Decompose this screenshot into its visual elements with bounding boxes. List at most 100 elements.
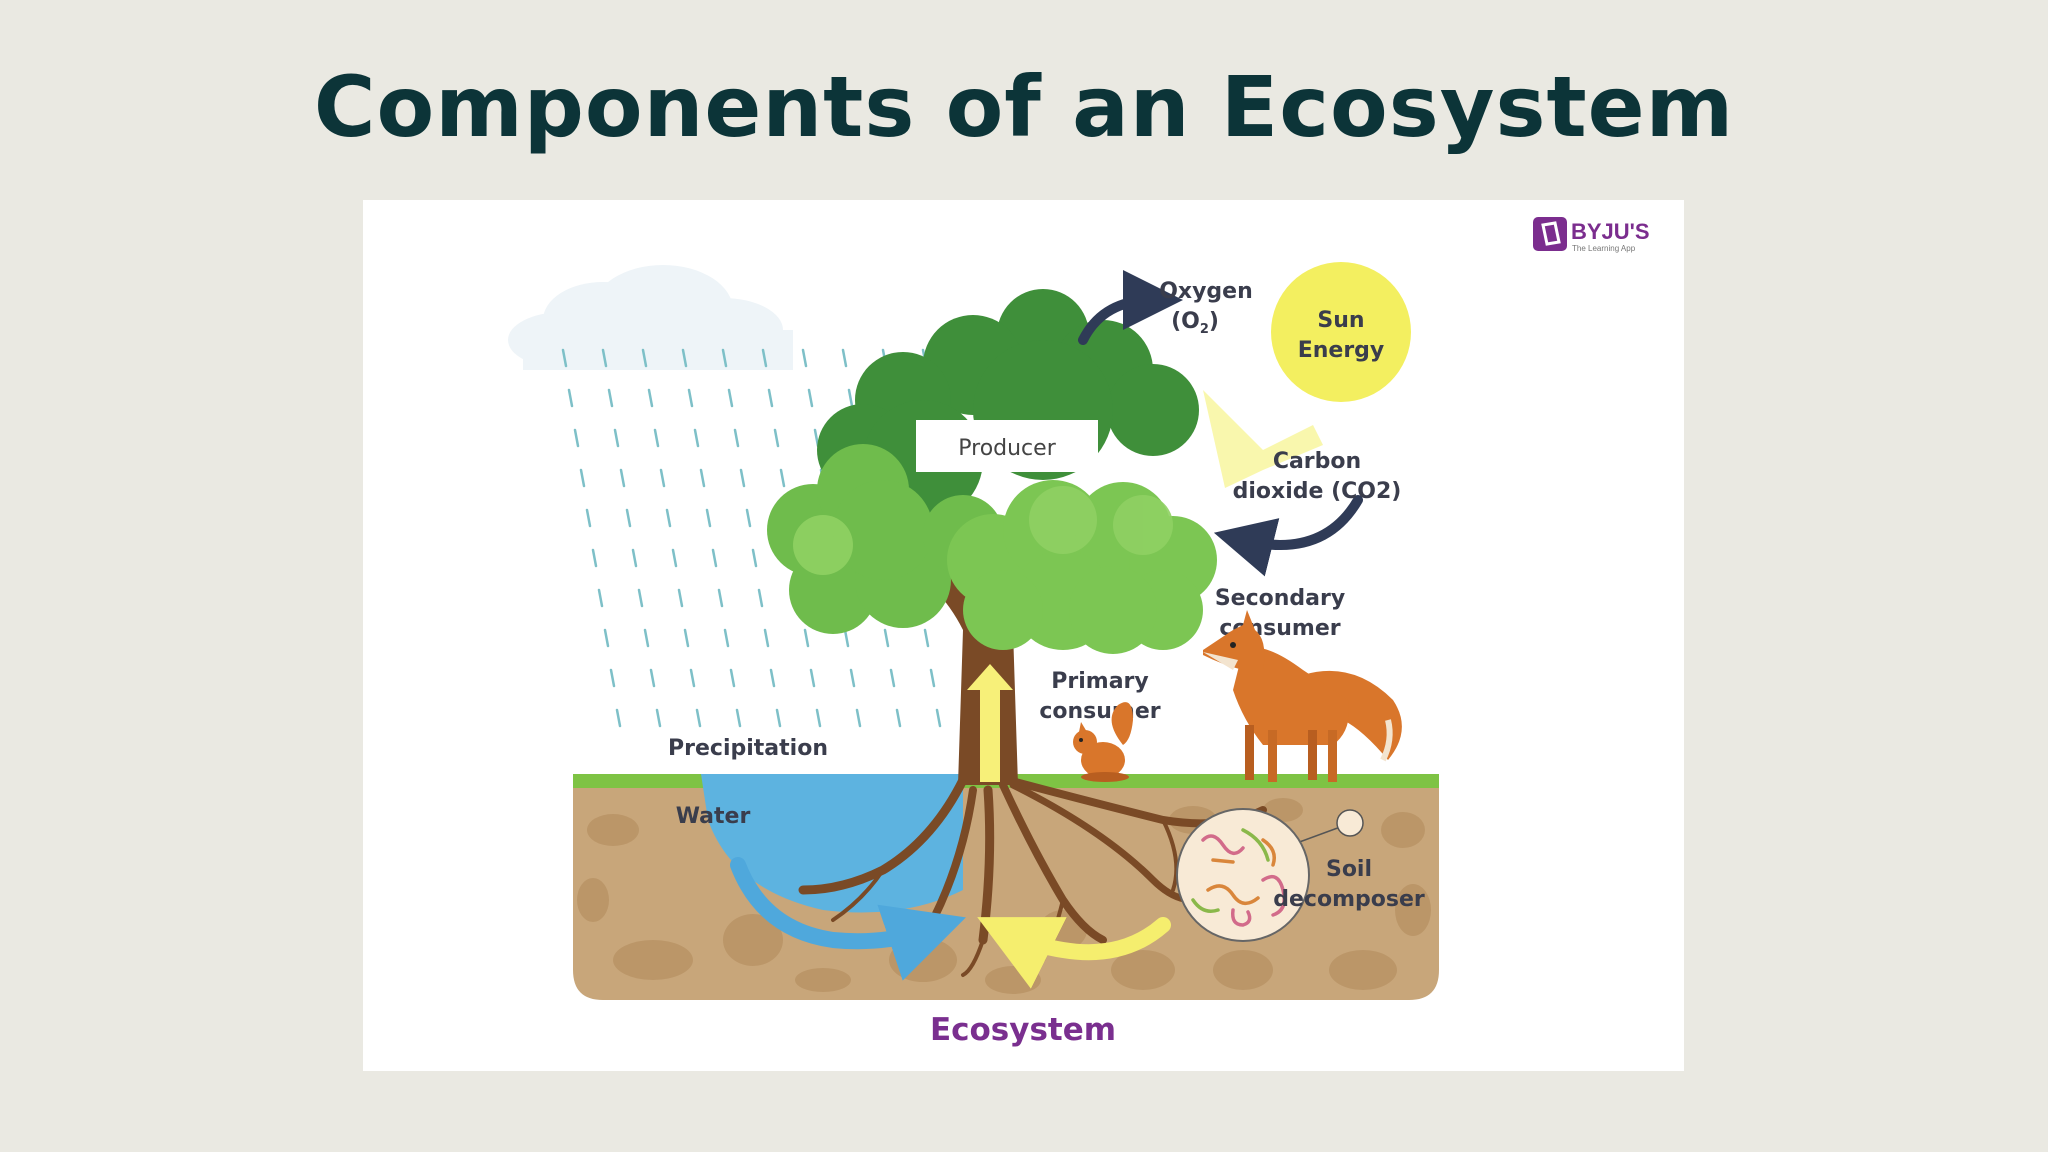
rain-drop: [843, 628, 850, 648]
svg-text:Secondary: Secondary: [1215, 586, 1345, 611]
rain-drop: [579, 468, 586, 488]
rain-drop: [643, 628, 650, 648]
rain-drop: [773, 428, 780, 448]
rain-drop: [761, 348, 768, 368]
rain-drop: [601, 348, 608, 368]
rain-drop: [619, 468, 626, 488]
rain-drop: [689, 668, 696, 688]
rain-drop: [573, 428, 580, 448]
rain-drop: [649, 668, 656, 688]
rain-drop: [745, 508, 752, 528]
rain-drop: [561, 348, 568, 368]
rain-drop: [739, 468, 746, 488]
rain-drop: [687, 388, 694, 408]
rain-drop: [763, 628, 770, 648]
rain-drop: [591, 548, 598, 568]
rain-drop: [883, 628, 890, 648]
svg-text:Primary: Primary: [1051, 669, 1148, 694]
rain-drop: [677, 588, 684, 608]
rain-drop: [641, 348, 648, 368]
primary-consumer-label: Primary consumer: [1039, 669, 1160, 724]
rain-drop: [659, 468, 666, 488]
decomposer-magnifier: [1176, 808, 1364, 942]
rain-drop: [609, 668, 616, 688]
producer-label: Producer: [916, 420, 1098, 472]
byjus-logo: BYJU'S The Learning App: [1533, 217, 1650, 253]
diagram-caption: Ecosystem: [930, 1012, 1116, 1048]
precipitation-label: Precipitation: [668, 736, 828, 761]
svg-text:dioxide (CO2): dioxide (CO2): [1233, 479, 1402, 504]
rain-drop: [889, 668, 896, 688]
sun-label-line2: Energy: [1298, 338, 1385, 363]
rain-drop: [803, 628, 810, 648]
rain-drop: [735, 708, 742, 728]
logo-tagline: The Learning App: [1572, 244, 1636, 253]
fox: [1203, 610, 1402, 782]
svg-text:Producer: Producer: [958, 436, 1056, 461]
sun-label-line1: Sun: [1317, 308, 1364, 333]
water-flow-arrow: [730, 857, 966, 981]
rain-drop: [935, 708, 942, 728]
oxygen-arrow: [1078, 270, 1183, 345]
rain-drop: [779, 468, 786, 488]
rain-drop: [855, 708, 862, 728]
rain-drop: [757, 588, 764, 608]
rain-drop: [807, 388, 814, 408]
rain-drop: [815, 708, 822, 728]
rain-drop: [923, 628, 930, 648]
rain-drop: [929, 668, 936, 688]
rain-drop: [729, 668, 736, 688]
rain-drop: [653, 428, 660, 448]
rain-drop: [723, 628, 730, 648]
svg-text:Carbon: Carbon: [1273, 449, 1361, 474]
rain-drop: [767, 388, 774, 408]
rain-drop: [647, 388, 654, 408]
rain-drop: [585, 508, 592, 528]
decomposer-flow-arrow: [977, 917, 1171, 989]
rain-drop: [607, 388, 614, 408]
squirrel: [1073, 702, 1133, 782]
rain-drop: [631, 548, 638, 568]
oxygen-label: Oxygen (O2): [1159, 279, 1253, 337]
rain-drop: [721, 348, 728, 368]
water-label: Water: [676, 804, 751, 829]
rain-drop: [717, 588, 724, 608]
rain-drop: [695, 708, 702, 728]
rain-drop: [849, 668, 856, 688]
rain-drop: [711, 548, 718, 568]
rain-drop: [895, 708, 902, 728]
rain-drop: [801, 348, 808, 368]
rain-drop: [625, 508, 632, 528]
svg-text:consumer: consumer: [1039, 699, 1160, 724]
rain-drop: [665, 508, 672, 528]
rain-drop: [637, 588, 644, 608]
rain-drop: [733, 428, 740, 448]
svg-text:Soil: Soil: [1326, 857, 1372, 882]
rain-drop: [615, 708, 622, 728]
svg-text:Oxygen: Oxygen: [1159, 279, 1253, 304]
rain-drop: [841, 348, 848, 368]
rain-drop: [613, 428, 620, 448]
rain-drop: [655, 708, 662, 728]
rain-drop: [693, 428, 700, 448]
cloud: [508, 265, 793, 370]
rain-drop: [597, 588, 604, 608]
nutrient-up-arrow: [967, 664, 1013, 782]
soil-decomposer-label: Soil decomposer: [1273, 857, 1425, 912]
rain-drop: [751, 548, 758, 568]
rain-drop: [671, 548, 678, 568]
co2-arrow: [1213, 495, 1363, 577]
rain-drop: [705, 508, 712, 528]
rain-drop: [727, 388, 734, 408]
rain-drop: [603, 628, 610, 648]
rain-drop: [681, 348, 688, 368]
ecosystem-diagram: BYJU'S The Learning App: [363, 200, 1684, 1071]
rain-drop: [683, 628, 690, 648]
slide-title: Components of an Ecosystem: [313, 58, 1735, 156]
rain-drop: [809, 668, 816, 688]
rain-drop: [567, 388, 574, 408]
rain-drop: [699, 468, 706, 488]
logo-brand: BYJU'S: [1571, 219, 1650, 244]
svg-text:(O2): (O2): [1171, 309, 1219, 337]
co2-label: Carbon dioxide (CO2): [1233, 449, 1402, 504]
